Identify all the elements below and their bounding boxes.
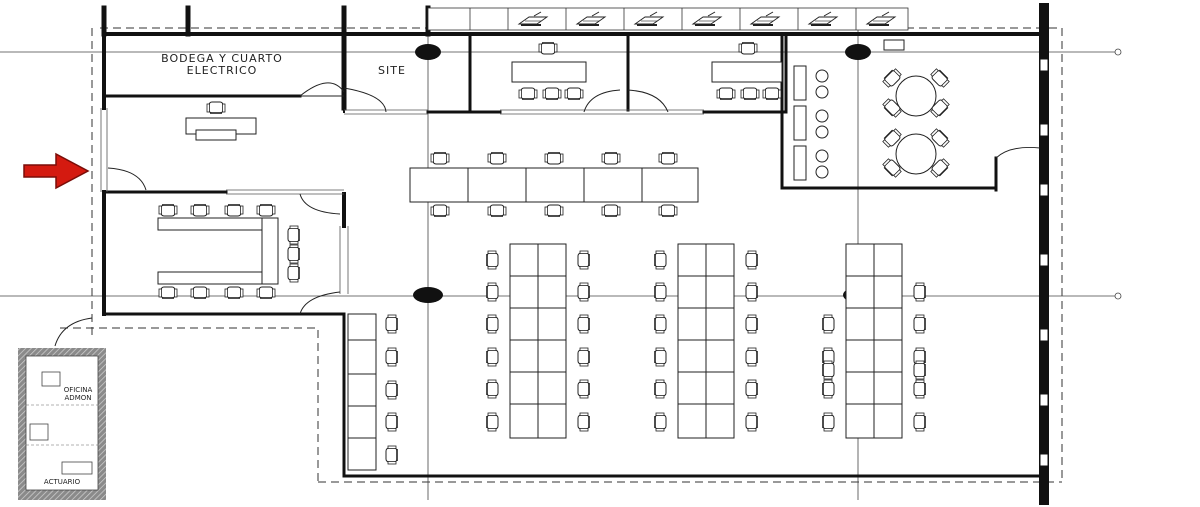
facade-windows — [1040, 59, 1048, 466]
conference-room — [157, 204, 300, 299]
changing-label: ACTUARIO — [44, 478, 81, 486]
entrance-arrow — [23, 152, 90, 190]
office-2 — [711, 42, 783, 100]
walls — [101, 3, 1049, 505]
bench-a — [486, 243, 590, 439]
door-swings — [54, 82, 1041, 347]
admin-annex: OFICINA ADMON ACTUARIO — [18, 348, 106, 500]
storage-desk — [185, 101, 257, 141]
office-1 — [511, 42, 587, 100]
admin-label-line1: OFICINA — [64, 386, 93, 394]
room-labels: BODEGA Y CUARTO ELECTRICO SITE — [161, 52, 406, 77]
bench-top — [409, 152, 699, 217]
bench-b — [654, 243, 758, 439]
storage-label-line1: BODEGA Y CUARTO — [161, 52, 283, 65]
storage-label-line2: ELECTRICO — [187, 64, 258, 77]
bench-left — [347, 313, 398, 471]
site-label: SITE — [378, 64, 406, 77]
bench-c — [822, 243, 926, 439]
meeting-room — [793, 39, 951, 181]
top-laptop-row — [427, 7, 909, 31]
admin-label-line2: ADMON — [65, 394, 92, 402]
thin-partitions — [100, 108, 704, 294]
